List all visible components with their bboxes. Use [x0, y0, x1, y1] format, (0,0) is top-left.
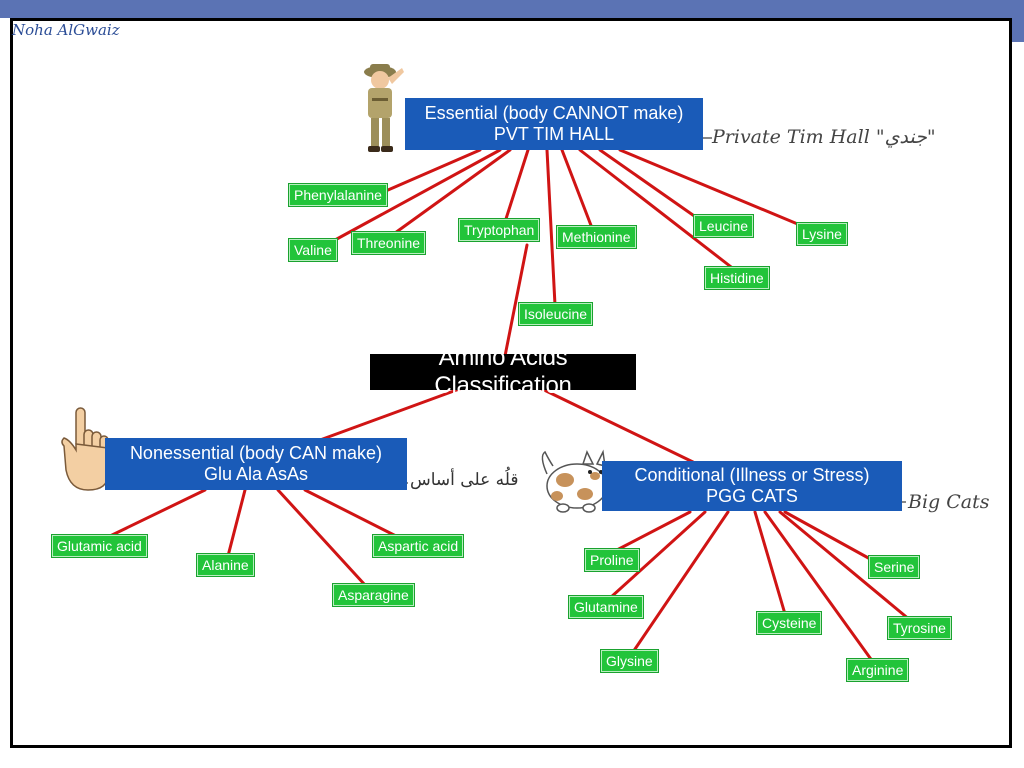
item-tyrosine: Tyrosine [888, 617, 951, 639]
conditional-mnemonic: PGG CATS [706, 486, 798, 506]
item-threonine: Threonine [352, 232, 426, 254]
slide-header-bar [0, 0, 1024, 18]
connector-line [598, 148, 702, 222]
connector-line [393, 148, 512, 235]
connector-line [560, 148, 594, 230]
item-isoleucine: Isoleucine [519, 303, 593, 325]
connector-line [608, 510, 707, 600]
connector-line [783, 510, 874, 562]
connector-line [226, 488, 247, 558]
connector-line [303, 488, 402, 540]
item-glysine: Glysine [601, 650, 658, 672]
nonessential-mnemonic: Glu Ala AsAs [203, 464, 309, 484]
item-glutamic-acid: Glutamic acid [52, 535, 147, 557]
item-methionine: Methionine [557, 226, 636, 248]
item-arginine: Arginine [847, 659, 909, 681]
item-proline: Proline [585, 549, 639, 571]
nonessential-note: قلُه على أساس [410, 470, 519, 490]
connector-line [318, 386, 464, 442]
essential-note: Private Tim Hall "جندي" [712, 126, 936, 148]
cat-icon [541, 449, 608, 513]
item-aspartic-acid: Aspartic acid [373, 535, 464, 557]
item-alanine: Alanine [197, 554, 254, 576]
item-phenylalanine: Phenylalanine [289, 184, 387, 206]
connector-line [503, 243, 529, 358]
connector-line [545, 148, 557, 307]
item-glutamine: Glutamine [569, 596, 643, 618]
nonessential-category-box: Nonessential (body CAN make) Glu Ala AsA… [105, 438, 407, 490]
connector-line [763, 510, 875, 664]
essential-mnemonic: PVT TIM HALL [493, 124, 615, 144]
center-title-box: Amino Acids Classification [370, 344, 636, 399]
connector-line [538, 386, 695, 464]
connector-line [333, 148, 502, 242]
item-valine: Valine [289, 239, 337, 261]
connector-line [618, 148, 802, 227]
item-cysteine: Cysteine [757, 612, 822, 634]
item-leucine: Leucine [694, 215, 754, 237]
connector-line [578, 148, 737, 272]
item-lysine: Lysine [797, 223, 847, 245]
conditional-title: Conditional (Illness or Stress) [634, 465, 870, 486]
connector-line [611, 510, 692, 554]
center-title: Amino Acids Classification [434, 344, 572, 399]
item-serine: Serine [869, 556, 920, 578]
essential-title: Essential (body CANNOT make) [424, 103, 684, 124]
item-histidine: Histidine [705, 267, 769, 289]
slide-header-tab [1010, 18, 1024, 42]
soldier-icon [364, 64, 404, 152]
connector-line [631, 510, 730, 654]
connector-line [503, 148, 530, 224]
conditional-note: Big Cats [908, 491, 990, 513]
connector-line [778, 510, 912, 622]
pointing-hand-icon [61, 407, 109, 491]
nonessential-title: Nonessential (body CAN make) [129, 443, 383, 464]
conditional-category-box: Conditional (Illness or Stress) PGG CATS [602, 461, 902, 511]
connector-line [753, 510, 787, 616]
connector-line [386, 148, 482, 192]
item-asparagine: Asparagine [333, 584, 414, 606]
author-label: Noha AlGwaiz [12, 21, 120, 39]
connector-line [108, 488, 207, 538]
item-tryptophan: Tryptophan [459, 219, 540, 241]
connector-line [276, 488, 367, 587]
essential-category-box: Essential (body CANNOT make) PVT TIM HAL… [405, 98, 703, 150]
